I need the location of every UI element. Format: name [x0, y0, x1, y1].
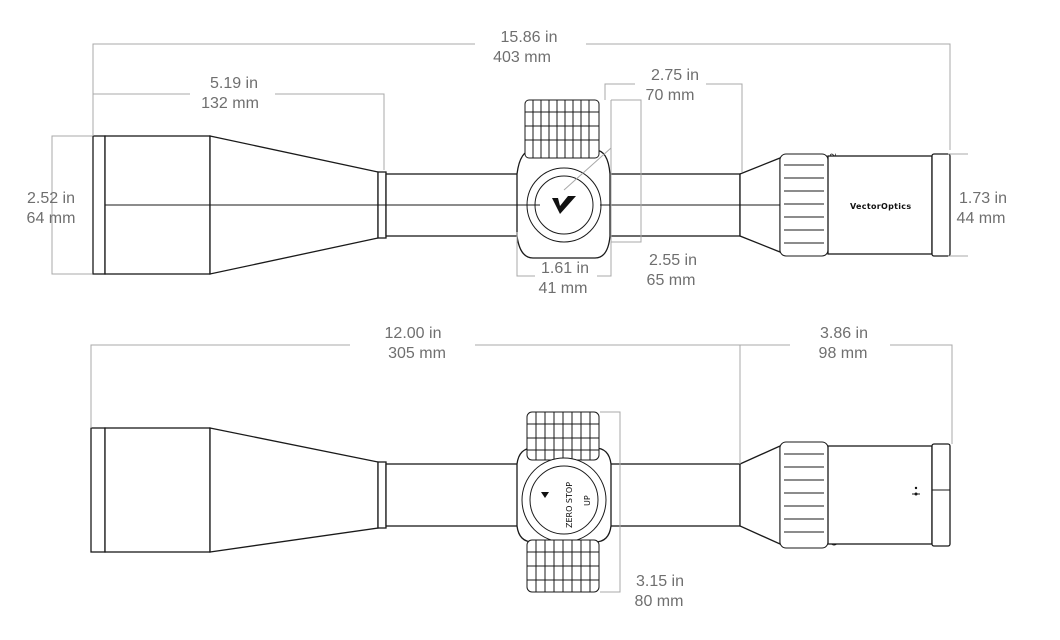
- zero-stop-dial-face: [529, 465, 599, 535]
- scope-top-view: 6 8 10 12 VectorOptics: [92, 99, 951, 275]
- objective-cap: [92, 135, 106, 275]
- objective-bell-mm: 132 mm: [201, 95, 259, 112]
- eyepiece-taper: [739, 444, 781, 546]
- saddle-width-mm: 41 mm: [539, 280, 588, 297]
- objective-dia-in: 2.52 in: [27, 190, 75, 207]
- saddle-height-mm: 65 mm: [647, 272, 696, 289]
- overall-length-mm: 403 mm: [493, 49, 551, 66]
- arrow-icon: [541, 492, 549, 498]
- windage-turret: [521, 457, 607, 543]
- eyepiece-body: [827, 445, 933, 545]
- turret-span-mm: 70 mm: [646, 87, 695, 104]
- magnification-ring-knurl: [784, 453, 824, 533]
- objective-ring: [377, 461, 387, 529]
- up-label: UP: [583, 495, 592, 506]
- overall-length-in: 15.86 in: [501, 29, 558, 46]
- brand-logo: VectorOptics: [850, 202, 911, 211]
- eyepiece-dia-in: 1.73 in: [959, 190, 1007, 207]
- objective-bell-in: 5.19 in: [210, 75, 258, 92]
- magnification-ring-knurl: [784, 164, 824, 244]
- turret-height-mm: 80 mm: [635, 593, 684, 610]
- objective-taper: [209, 427, 379, 553]
- eyepiece-length-mm: 98 mm: [819, 345, 868, 362]
- turret-height-in: 3.15 in: [636, 573, 684, 590]
- bottom-dimension-lines: [90, 344, 953, 593]
- objective-cap: [90, 427, 106, 553]
- objective-bell: [104, 427, 211, 553]
- eyepiece-length-in: 3.86 in: [820, 325, 868, 342]
- objective-dia-mm: 64 mm: [27, 210, 76, 227]
- dimension-labels: 15.86 in 403 mm 5.19 in 132 mm 2.75 in 7…: [27, 29, 1007, 610]
- saddle-width-in: 1.61 in: [541, 260, 589, 277]
- zero-stop-label: ZERO STOP: [565, 482, 574, 528]
- saddle-height-in: 2.55 in: [649, 252, 697, 269]
- scope-bottom-view: ZERO STOP UP 6: [90, 411, 951, 593]
- tube-length-in: 12.00 in: [385, 325, 442, 342]
- logo-icon: [552, 196, 576, 214]
- elevation-turret: [524, 99, 600, 159]
- elevation-turret-knurl: [527, 412, 599, 460]
- elevation-turret-knurl: [525, 100, 599, 158]
- lower-turret-knurl: [527, 540, 599, 592]
- eyepiece-dia-mm: 44 mm: [957, 210, 1006, 227]
- eyepiece-end: [931, 443, 951, 547]
- turret-span-in: 2.75 in: [651, 67, 699, 84]
- eyepiece-end: [931, 153, 951, 257]
- magnification-ring: [779, 153, 829, 257]
- tube-length-mm: 305 mm: [388, 345, 446, 362]
- top-dimension-lines: [51, 43, 968, 277]
